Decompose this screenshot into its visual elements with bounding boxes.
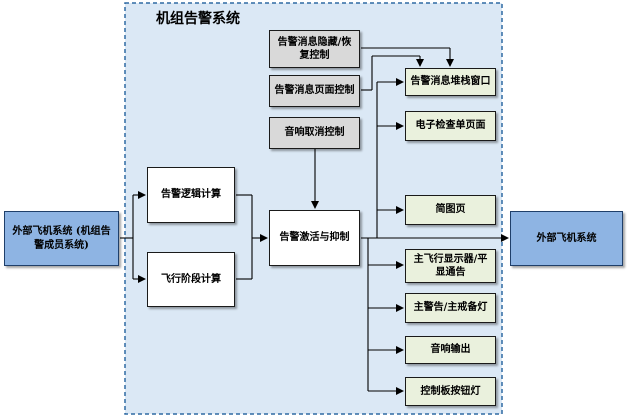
page-control-box: 告警消息页面控制 [269,75,360,107]
output-synoptic-page: 简图页 [405,195,496,225]
flight-phase-box: 飞行阶段计算 [147,252,235,307]
activation-suppression-box: 告警激活与抑制 [269,210,360,266]
external-input-box: 外部飞机系统 (机组告警成员系统) [4,211,119,266]
output-panel-button-lights: 控制板按钮灯 [405,377,496,406]
system-title: 机组告警系统 [156,11,240,27]
alert-logic-box: 告警逻辑计算 [147,167,235,223]
output-aural: 音响输出 [405,336,496,364]
aural-cancel-control-box: 音响取消控制 [269,117,360,149]
external-output-box: 外部飞机系统 [510,211,623,266]
output-electronic-checklist: 电子检查单页面 [405,111,496,141]
output-master-warning-caution: 主警告/主戒备灯 [405,293,496,323]
output-pfd-hud: 主飞行显示器/平显通告 [405,249,496,283]
output-stack-window: 告警消息堆栈窗口 [405,68,496,96]
hide-restore-control-box: 告警消息隐藏/恢复控制 [269,30,360,68]
